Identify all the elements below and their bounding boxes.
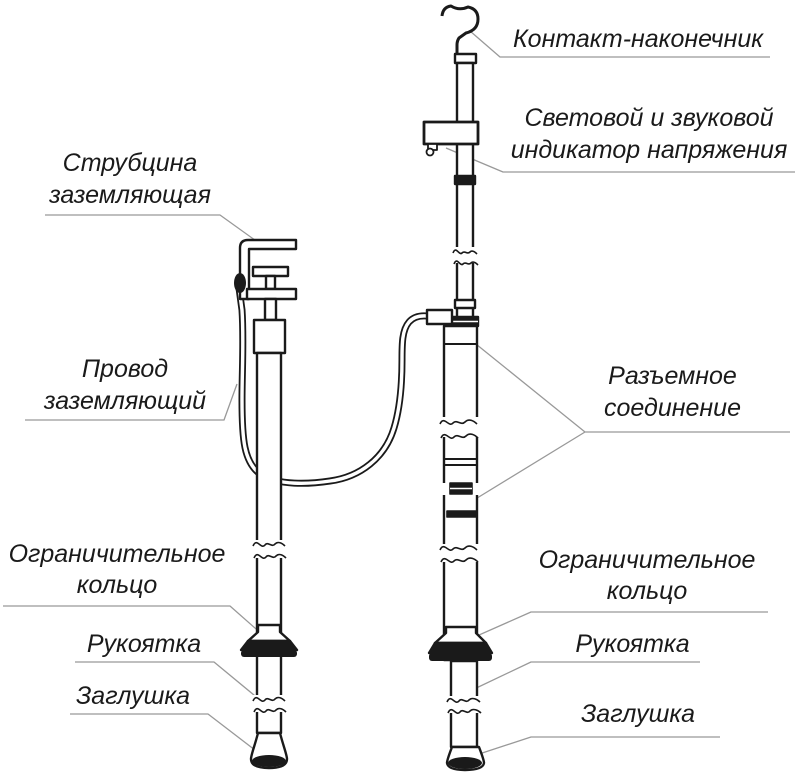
left-rod-head-block [252, 318, 287, 355]
leader-clamp [45, 214, 260, 244]
leader-left-end-cap [70, 713, 265, 758]
label-left-limit-ring: Ограничительное кольцо [8, 540, 226, 599]
contact-hook [440, 4, 480, 54]
grounding-cable [235, 287, 428, 487]
leader-contact-tip [469, 30, 770, 58]
leader-ground-wire [25, 383, 238, 421]
left-limit-ring [239, 623, 299, 657]
leader-detachable-joint [465, 335, 790, 504]
label-left-end-cap: Заглушка [75, 682, 191, 710]
label-right-limit-ring: Ограничительное кольцо [538, 546, 756, 605]
clamp-screw-handle [251, 265, 290, 278]
right-rod [422, 4, 494, 772]
upper-rod-tube [455, 61, 475, 320]
right-break-rod [452, 247, 479, 266]
label-right-end-cap: Заглушка [580, 700, 696, 728]
label-voltage-indicator: Световой и звуковой индикатор напряжения [510, 104, 788, 164]
leader-left-limit-ring [3, 605, 265, 637]
right-end-cap [445, 745, 486, 772]
label-contact-tip: Контакт-наконечник [512, 25, 764, 53]
left-break-lower [252, 695, 287, 713]
label-ground-wire: Провод заземляющий [43, 355, 207, 415]
label-left-handle: Рукоятка [86, 630, 202, 658]
tube-band-dark [446, 510, 478, 518]
rod-top-cap [453, 52, 478, 65]
leader-right-end-cap [469, 736, 720, 758]
cable-bolt [234, 273, 246, 293]
lower-joint-neck [441, 482, 480, 495]
voltage-indicator-box [422, 120, 480, 157]
label-clamp: Струбцина заземляющая [49, 149, 211, 209]
right-break-tube-upper [439, 417, 481, 439]
rod-band-dark [453, 174, 477, 186]
rod-band [453, 298, 477, 310]
right-limit-ring [427, 625, 494, 661]
grounding-clamp [234, 238, 298, 322]
left-rod [239, 318, 299, 770]
clamp-jaw [245, 287, 298, 301]
leader-left-handle [75, 661, 267, 706]
leader-right-handle [469, 661, 700, 692]
left-break-upper [252, 540, 287, 559]
right-break-handle [446, 696, 482, 714]
right-break-tube-lower [439, 544, 481, 563]
cable-fitting [425, 308, 454, 326]
left-end-cap [249, 731, 289, 770]
leader-right-limit-ring [469, 611, 768, 640]
label-right-handle: Рукоятка [575, 630, 690, 658]
label-detachable-joint: Разъемное соединение [604, 362, 741, 422]
